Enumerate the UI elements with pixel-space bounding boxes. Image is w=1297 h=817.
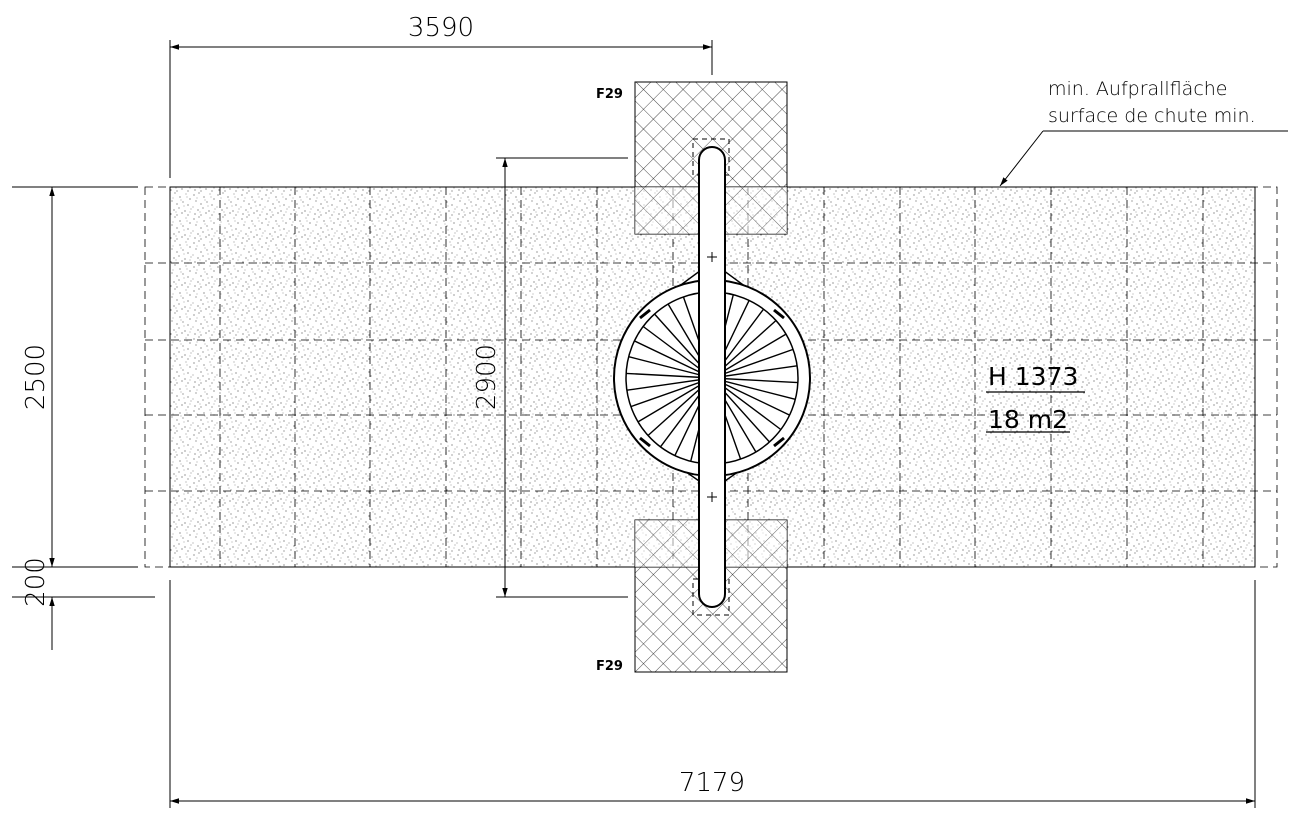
center-beam (698, 146, 726, 608)
dimension-left: 2500 200 (12, 186, 155, 650)
dimension-inner: 2900 (472, 157, 628, 598)
surface-area-label: 18 m2 (988, 405, 1068, 434)
foundation-tag-top: F29 (596, 87, 623, 102)
dim-top-width: 3590 (408, 13, 474, 43)
surface-grid (145, 187, 1277, 567)
dim-left-offset: 200 (21, 557, 51, 607)
dim-left-height: 2500 (21, 344, 51, 410)
fall-height-label: H 1373 (988, 362, 1078, 391)
dimension-top: 3590 (169, 13, 713, 178)
dim-bottom-width: 7179 (679, 768, 745, 798)
area-label: H 1373 18 m2 (986, 362, 1085, 434)
callout-line-2: surface de chute min. (1048, 105, 1256, 127)
dimension-bottom: 7179 (169, 580, 1256, 808)
callout-line-1: min. Aufprallfläche (1048, 78, 1228, 100)
dim-inner-height: 2900 (472, 344, 502, 410)
foundation-tag-bottom: F29 (596, 659, 623, 674)
surface-callout: min. Aufprallfläche surface de chute min… (999, 78, 1288, 187)
